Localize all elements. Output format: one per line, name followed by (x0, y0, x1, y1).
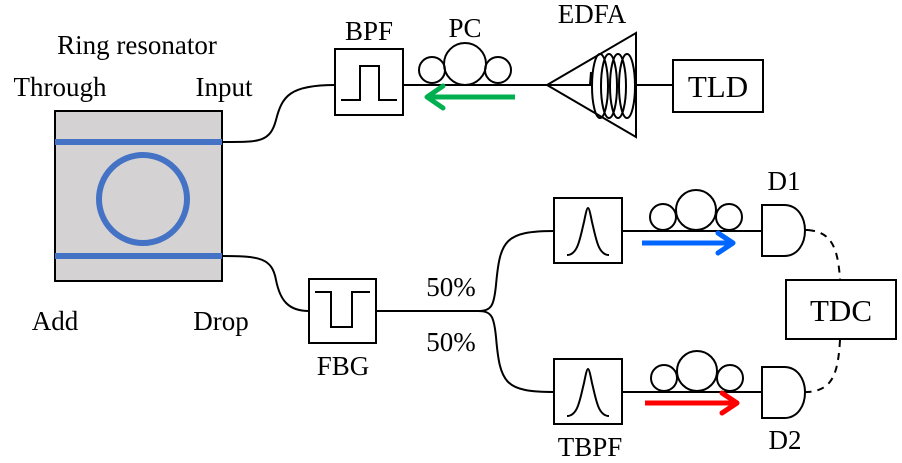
idler-arm: TBPF D2 (553, 350, 808, 462)
edfa-amplifier-icon (545, 31, 637, 139)
detector-d2-icon (761, 366, 806, 419)
pump-path: BPF PC EDFA TLD (221, 0, 764, 144)
drop-port-label: Drop (193, 306, 249, 336)
fbg-label: FBG (317, 351, 370, 381)
bandpass-filter-icon (341, 65, 397, 101)
idler-direction-arrow (645, 390, 740, 416)
tld-label: TLD (688, 69, 748, 104)
fiber-input-to-bpf (221, 84, 336, 144)
splitter-upper-branch (477, 230, 556, 312)
signal-arm: D1 (553, 166, 808, 264)
edfa-label: EDFA (558, 0, 627, 29)
polarization-controller-icon (418, 42, 512, 86)
input-port-label: Input (196, 72, 253, 102)
splitter-lower-ratio: 50% (426, 327, 476, 357)
fbg-box (308, 278, 377, 344)
tdc-label: TDC (810, 293, 872, 328)
tld-box (672, 59, 764, 113)
polarization-controller-icon (649, 189, 743, 231)
bpf-box (334, 48, 404, 116)
microring (96, 152, 190, 246)
pc-label: PC (448, 13, 481, 43)
gaussian-filter-icon (566, 206, 610, 256)
d2-label: D2 (769, 425, 802, 455)
splitter-upper-ratio: 50% (426, 272, 476, 302)
detector-d1-icon (761, 204, 806, 257)
electrical-link-d1-tdc (807, 229, 841, 281)
ring-resonator-title: Ring resonator (57, 30, 217, 60)
tdc: TDC (785, 229, 897, 393)
signal-direction-arrow (642, 230, 736, 256)
polarization-controller-icon (650, 350, 744, 392)
d1-label: D1 (768, 166, 801, 196)
through-port-label: Through (14, 72, 107, 102)
gaussian-filter-icon (566, 367, 610, 417)
tbpf-label: TBPF (558, 432, 623, 462)
drop-path: FBG 50% 50% (221, 230, 556, 393)
notch-filter-icon (315, 291, 370, 328)
bpf-label: BPF (345, 16, 393, 46)
fiber-drop-to-fbg (221, 255, 310, 312)
splitter-lower-branch (477, 310, 556, 393)
add-port-label: Add (32, 306, 79, 336)
ring-resonator: Ring resonator Through Input Add Drop (14, 30, 253, 336)
pump-direction-arrow (424, 83, 515, 111)
electrical-link-d2-tdc (807, 339, 841, 393)
tdc-box (785, 279, 897, 340)
